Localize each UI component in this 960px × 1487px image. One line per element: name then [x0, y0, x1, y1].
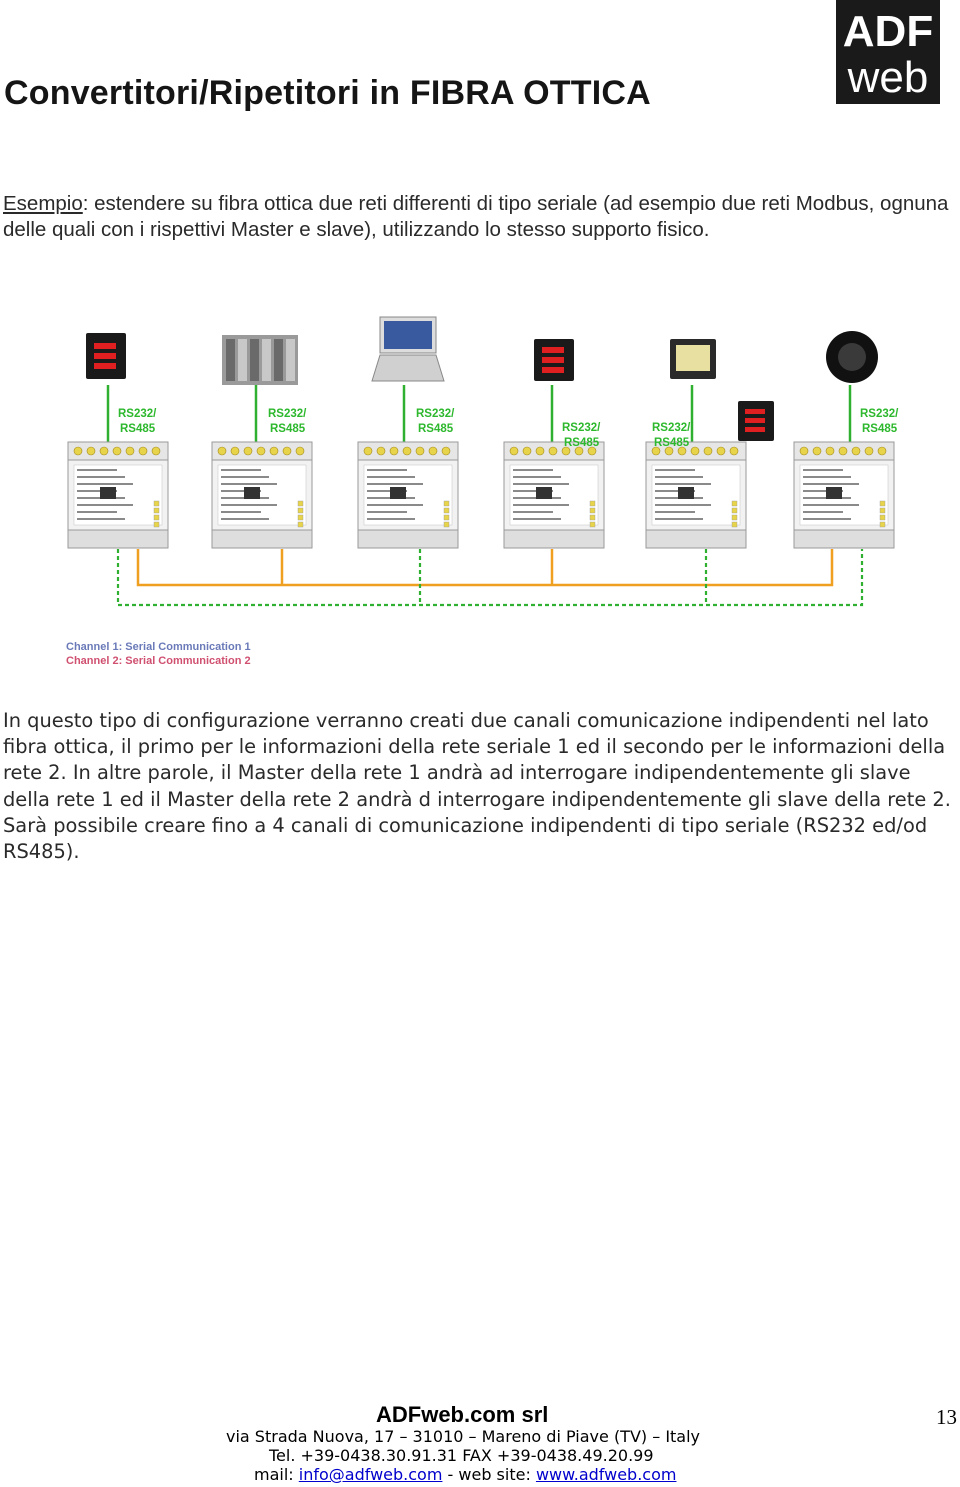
port-label: RS232/ — [118, 408, 157, 420]
port-label: RS232/ — [562, 422, 601, 434]
website-link[interactable]: www.adfweb.com — [535, 1465, 677, 1484]
paragraph-2: Sarà possibile creare fino a 4 canali di… — [3, 813, 928, 864]
adfweb-logo: ADF web — [836, 0, 940, 104]
intro-text: : estendere su fibra ottica due reti dif… — [3, 192, 949, 241]
legend-channel-1: Channel 1: Serial Communication 1 — [66, 641, 251, 653]
converter-module — [793, 441, 895, 549]
legend-channel-2: Channel 2: Serial Communication 2 — [66, 655, 251, 667]
converter-module — [67, 441, 169, 549]
footer-company: ADFweb.com srl — [376, 1402, 549, 1427]
intro-paragraph: Esempio: estendere su fibra ottica due r… — [3, 191, 958, 243]
port-label: RS485 — [120, 423, 156, 435]
page-number: 13 — [936, 1405, 957, 1429]
email-link[interactable]: info@adfweb.com — [298, 1465, 443, 1484]
fiber-channel-1 — [136, 549, 834, 587]
port-label: RS485 — [564, 437, 600, 449]
footer-phone: Tel. +39-0438.30.91.31 FAX +39-0438.49.2… — [269, 1446, 654, 1465]
web-label: - web site: — [442, 1465, 536, 1484]
laptop-icon — [371, 316, 445, 382]
page-title: Convertitori/Ripetitori in FIBRA OTTICA — [4, 74, 651, 112]
hmi-panel-icon — [670, 339, 716, 379]
energy-meter-icon — [534, 339, 574, 381]
body-text: In questo tipo di configurazione verrann… — [3, 708, 960, 865]
diagram-legend: Channel 1: Serial Communication 1 Channe… — [66, 641, 251, 667]
port-label: RS232/ — [652, 422, 691, 434]
fiber-channel-2 — [116, 549, 864, 607]
port-label: RS232/ — [416, 408, 455, 420]
converter-module — [211, 441, 313, 549]
svg-text:ADF: ADF — [843, 7, 933, 56]
port-label: RS232/ — [860, 408, 899, 420]
converter-module — [503, 441, 605, 549]
converter-module — [645, 441, 747, 549]
paragraph-1: In questo tipo di configurazione verrann… — [3, 709, 951, 811]
mail-label: mail: — [254, 1465, 299, 1484]
network-diagram: RS232/RS485 RS232/RS485 RS232/RS485 RS232/R… — [0, 305, 960, 675]
port-label: RS485 — [270, 423, 306, 435]
port-label: RS485 — [862, 423, 898, 435]
energy-meter-icon — [86, 333, 126, 379]
svg-text:web: web — [847, 53, 929, 102]
footer-contacts: mail: info@adfweb.com - web site: www.ad… — [254, 1465, 676, 1484]
plc-icon — [222, 335, 298, 385]
footer-address: via Strada Nuova, 17 – 31010 – Mareno di… — [226, 1427, 701, 1446]
port-label: RS485 — [418, 423, 454, 435]
port-label: RS232/ — [268, 408, 307, 420]
converter-module — [357, 441, 459, 549]
port-label: RS485 — [654, 437, 690, 449]
example-label: Esempio — [3, 192, 83, 215]
energy-meter-icon — [738, 401, 774, 441]
encoder-icon — [826, 331, 878, 383]
